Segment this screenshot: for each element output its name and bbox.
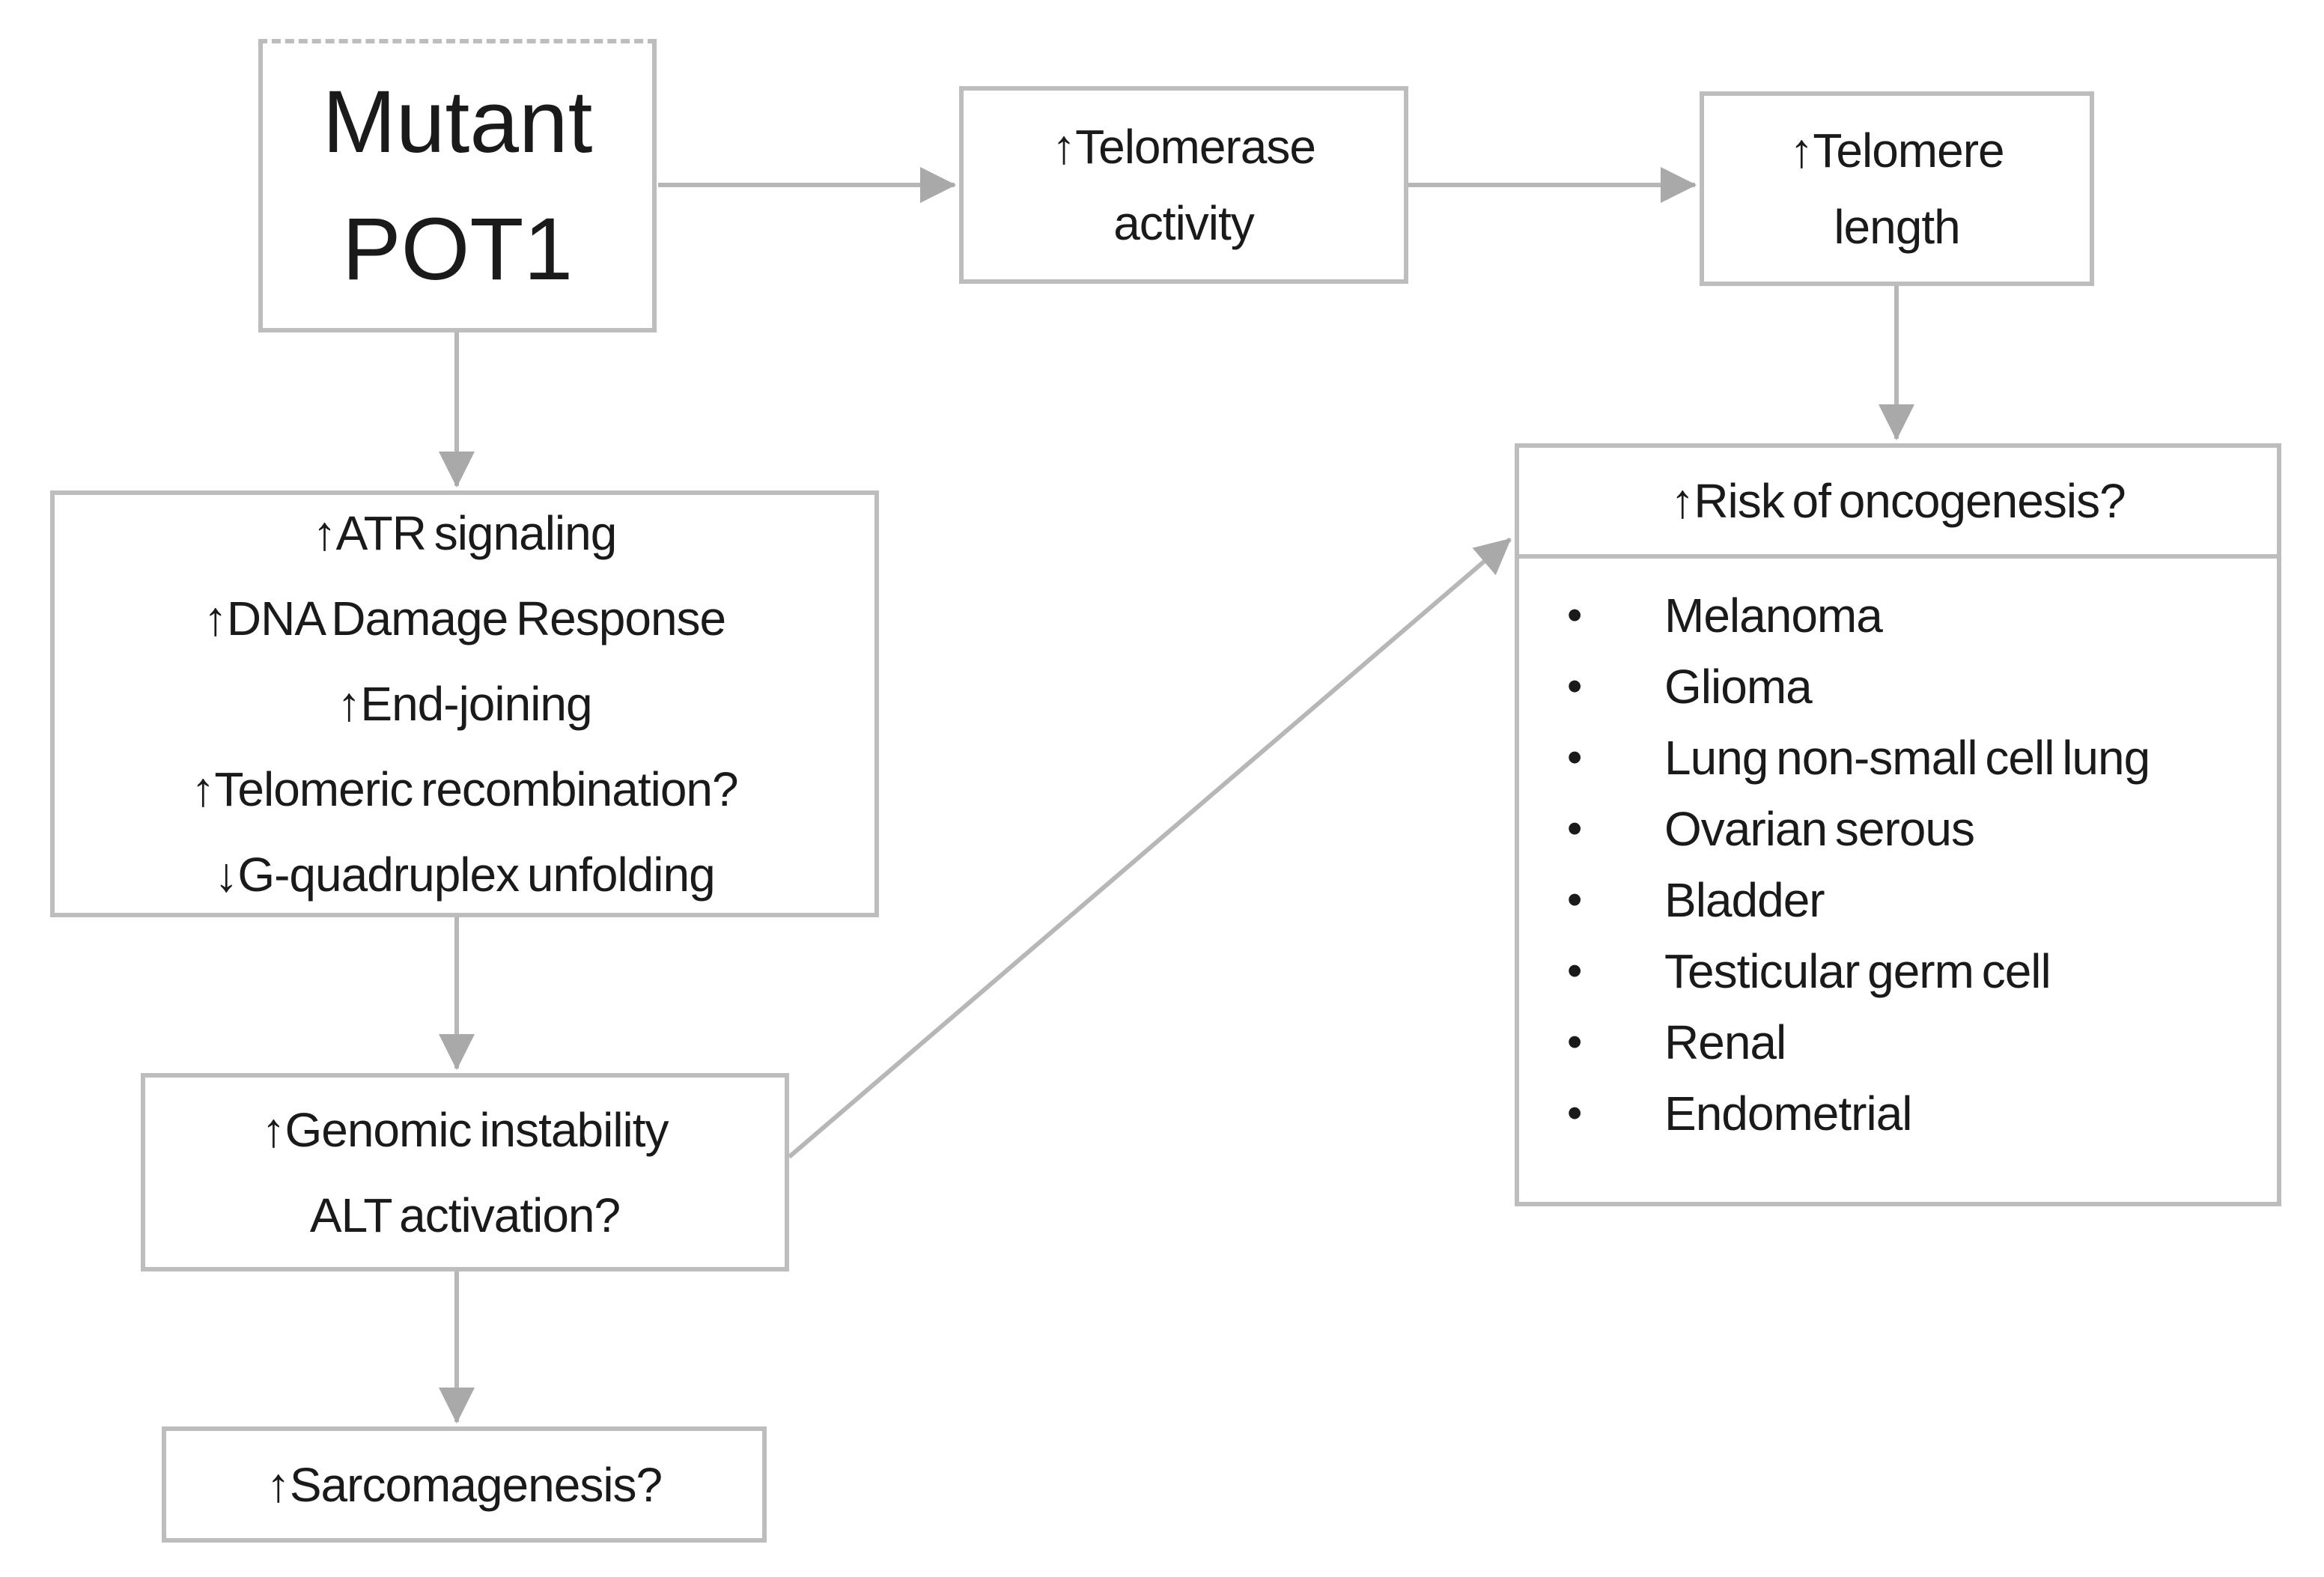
node-telomere-effects: ↑ATR signaling ↑DNA Damage Response ↑End… (50, 490, 879, 917)
effects-line-dna-damage-response: ↑DNA Damage Response (203, 592, 726, 645)
arrow-genomic-instability-to-risk (788, 537, 1512, 1159)
node-label-line: length (1834, 200, 1960, 254)
bullet-icon: • (1567, 662, 1582, 711)
bullet-icon: • (1567, 875, 1582, 924)
node-label-line: ALT activation? (309, 1188, 621, 1242)
list-item-lung-non-small-cell: • Lung non-small cell lung (1519, 722, 2277, 793)
node-label-line: ↑Telomere (1789, 124, 2004, 177)
node-label-line: ↑Telomerase (1052, 120, 1316, 174)
bullet-icon: • (1567, 1089, 1582, 1137)
bullet-icon: • (1567, 733, 1582, 782)
risk-cancer-list: • Melanoma • Glioma • Lung non-small cel… (1519, 559, 2277, 1149)
effects-line-end-joining: ↑End-joining (337, 677, 592, 731)
bullet-icon: • (1567, 591, 1582, 639)
node-genomic-instability: ↑Genomic instability ALT activation? (141, 1073, 789, 1271)
node-sarcomagenesis: ↑Sarcomagenesis? (162, 1426, 767, 1543)
node-label-line: ↑Genomic instability (261, 1102, 669, 1157)
list-item-melanoma: • Melanoma (1519, 580, 2277, 651)
node-telomere-length: ↑Telomere length (1700, 91, 2094, 286)
list-item-bladder: • Bladder (1519, 864, 2277, 935)
node-label-line: ↑Sarcomagenesis? (266, 1457, 663, 1512)
list-item-renal: • Renal (1519, 1006, 2277, 1078)
node-telomerase-activity: ↑Telomerase activity (959, 86, 1408, 284)
list-item-label: Testicular germ cell (1664, 944, 2051, 998)
list-item-label: Melanoma (1664, 588, 1883, 642)
risk-title: ↑Risk of oncogenesis? (1670, 474, 2126, 528)
list-item-label: Bladder (1664, 872, 1825, 927)
node-mutant-pot1: Mutant POT1 (258, 39, 657, 332)
list-item-label: Renal (1664, 1015, 1786, 1069)
list-item-endometrial: • Endometrial (1519, 1078, 2277, 1149)
effects-line-telomeric-recombination: ↑Telomeric recombination? (191, 762, 738, 816)
list-item-glioma: • Glioma (1519, 651, 2277, 722)
list-item-ovarian-serous: • Ovarian serous (1519, 793, 2277, 864)
list-item-label: Glioma (1664, 659, 1813, 714)
list-item-label: Endometrial (1664, 1086, 1912, 1140)
bullet-icon: • (1567, 1018, 1582, 1066)
effects-line-atr-signaling: ↑ATR signaling (312, 506, 618, 560)
risk-header: ↑Risk of oncogenesis? (1519, 448, 2277, 559)
effects-line-g-quadruplex-unfolding: ↓G-quadruplex unfolding (214, 848, 715, 902)
node-label-line: Mutant (322, 73, 593, 171)
node-label-line: activity (1113, 196, 1255, 250)
list-item-testicular-germ-cell: • Testicular germ cell (1519, 935, 2277, 1006)
node-risk-of-oncogenesis: ↑Risk of oncogenesis? • Melanoma • Gliom… (1515, 443, 2281, 1206)
bullet-icon: • (1567, 946, 1582, 995)
bullet-icon: • (1567, 804, 1582, 853)
list-item-label: Ovarian serous (1664, 801, 1975, 856)
list-item-label: Lung non-small cell lung (1664, 730, 2150, 785)
node-label-line: POT1 (341, 200, 574, 299)
